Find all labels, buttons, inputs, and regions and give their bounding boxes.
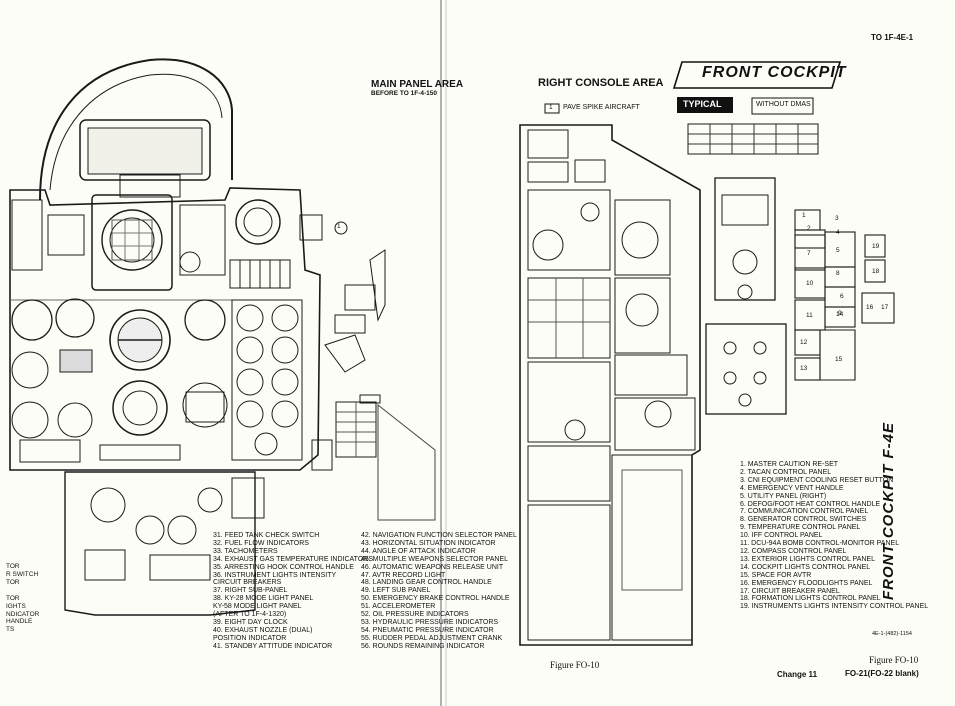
- main-panel-note: BEFORE TO 1F-4-150: [371, 90, 437, 97]
- panel-number: 4: [836, 229, 840, 236]
- panel-number: 3: [835, 215, 839, 222]
- callout-marker: 1: [337, 223, 341, 230]
- without-dmas-label: WITHOUT DMAS: [756, 101, 811, 108]
- pave-spike-marker: 1: [549, 104, 553, 111]
- typical-badge: TYPICAL: [683, 99, 722, 109]
- left-edge-fragments: TOR R SWITCH TOR TOR IGHTS NDICATOR HAND…: [6, 563, 40, 634]
- document-id: TO 1F-4E-1: [871, 33, 914, 42]
- panel-number: 6: [840, 293, 844, 300]
- panel-number: 12: [800, 339, 808, 346]
- cockpit-title: FRONT COCKPIT: [702, 64, 847, 81]
- panel-number: 17: [881, 304, 889, 311]
- panel-number: 1: [802, 212, 806, 219]
- panel-number: 19: [872, 243, 880, 250]
- panel-number: 2: [807, 225, 811, 232]
- panel-number: 16: [866, 304, 874, 311]
- panel-number: 7: [807, 250, 811, 257]
- panel-number: 18: [872, 268, 880, 275]
- panel-number: 9: [838, 310, 842, 317]
- page-number: FO-21(FO-22 blank): [845, 669, 919, 678]
- pave-spike-label: PAVE SPIKE AIRCRAFT: [563, 104, 640, 111]
- panel-number: 8: [836, 270, 840, 277]
- panel-number: 14: [836, 311, 844, 318]
- main-panel-title: MAIN PANEL AREA: [371, 79, 464, 90]
- panel-number: 5: [836, 247, 840, 254]
- main-panel-legend-col1: 31. FEED TANK CHECK SWITCH 32. FUEL FLOW…: [213, 532, 373, 650]
- panel-number: 11: [806, 312, 813, 319]
- figure-caption: Figure FO-10: [550, 660, 600, 670]
- right-console-legend: 1. MASTER CAUTION RE-SET 2. TACAN CONTRO…: [740, 461, 929, 611]
- figure-reference-code: 4E-1-(482)-1154: [872, 631, 912, 637]
- right-console-title: RIGHT CONSOLE AREA: [538, 77, 664, 89]
- panel-number: 15: [835, 356, 843, 363]
- figure-caption-right: Figure FO-10: [869, 655, 919, 665]
- panel-number: 10: [806, 280, 814, 287]
- main-panel-legend-col2: 42. NAVIGATION FUNCTION SELECTOR PANEL 4…: [361, 532, 517, 650]
- change-label: Change 11: [777, 670, 818, 679]
- vertical-side-title: FRONT COCKPIT F-4E: [880, 422, 897, 600]
- panel-number: 13: [800, 365, 808, 372]
